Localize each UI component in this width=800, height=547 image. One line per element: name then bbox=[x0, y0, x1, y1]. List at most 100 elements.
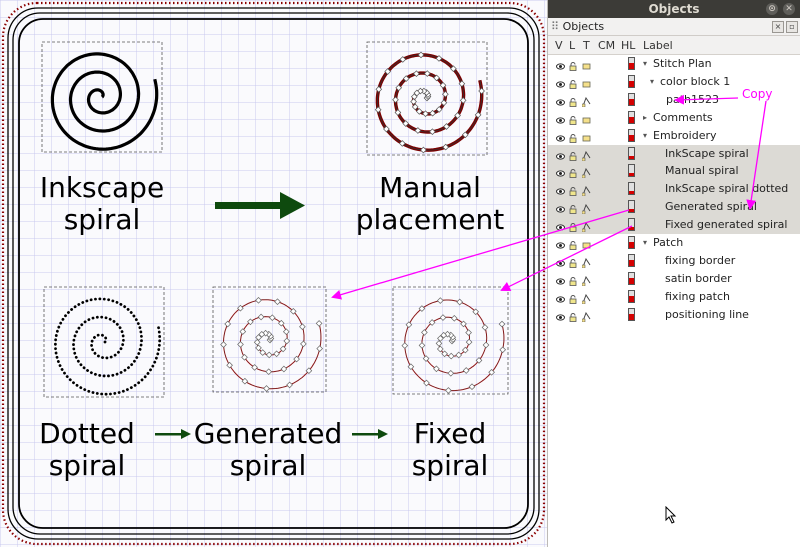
highlight-color-swatch[interactable] bbox=[628, 182, 635, 196]
lock-icon[interactable] bbox=[569, 310, 577, 322]
highlight-color-swatch[interactable] bbox=[628, 57, 635, 70]
highlight-color-swatch[interactable] bbox=[628, 236, 635, 249]
expanded-arrow-icon[interactable]: ▾ bbox=[643, 59, 648, 68]
visibility-eye-icon[interactable] bbox=[556, 274, 565, 285]
visibility-eye-icon[interactable] bbox=[556, 202, 565, 213]
col-locked[interactable]: L bbox=[569, 39, 576, 52]
tree-row[interactable]: InkScape spiral dotted bbox=[548, 180, 800, 199]
lock-icon[interactable] bbox=[569, 184, 577, 197]
lock-icon[interactable] bbox=[569, 274, 577, 286]
path-type-icon[interactable] bbox=[581, 202, 591, 215]
mouse-cursor-icon bbox=[665, 506, 677, 524]
visibility-eye-icon[interactable] bbox=[556, 149, 565, 160]
bbox-manual-spiral bbox=[366, 41, 488, 156]
dock-close-icon[interactable]: × bbox=[772, 21, 784, 33]
drawing-canvas[interactable]: Inkscape spiral Manual placement Dotted … bbox=[0, 0, 547, 547]
tree-row[interactable]: ▸Comments bbox=[548, 109, 800, 127]
stitch-node bbox=[415, 108, 423, 115]
layer-type-icon[interactable] bbox=[582, 131, 591, 141]
lock-icon[interactable] bbox=[569, 256, 577, 268]
lock-icon[interactable] bbox=[569, 131, 577, 143]
tree-row[interactable]: positioning line bbox=[548, 306, 800, 324]
highlight-color-swatch[interactable] bbox=[628, 307, 635, 321]
lock-icon[interactable] bbox=[569, 95, 577, 107]
lock-icon[interactable] bbox=[569, 238, 577, 250]
tree-row[interactable]: InkScape spiral bbox=[548, 144, 800, 163]
tree-row[interactable]: satin border bbox=[548, 270, 800, 288]
expanded-arrow-icon[interactable]: ▾ bbox=[643, 238, 648, 247]
highlight-color-swatch[interactable] bbox=[628, 289, 635, 303]
stitch-node bbox=[435, 106, 443, 113]
highlight-color-swatch[interactable] bbox=[628, 110, 635, 124]
path-type-icon[interactable] bbox=[581, 274, 591, 287]
tree-row[interactable]: path1523 bbox=[548, 91, 800, 109]
visibility-eye-icon[interactable] bbox=[556, 238, 565, 249]
highlight-color-swatch[interactable] bbox=[628, 128, 635, 142]
highlight-color-swatch[interactable] bbox=[628, 271, 635, 285]
visibility-eye-icon[interactable] bbox=[556, 166, 565, 177]
stitch-node bbox=[422, 355, 430, 362]
path-type-icon[interactable] bbox=[581, 149, 591, 161]
highlight-color-swatch[interactable] bbox=[628, 74, 635, 88]
lock-icon[interactable] bbox=[569, 202, 577, 215]
path-type-icon[interactable] bbox=[581, 310, 591, 322]
highlight-color-swatch[interactable] bbox=[628, 218, 635, 232]
visibility-eye-icon[interactable] bbox=[556, 292, 565, 303]
layer-type-icon[interactable] bbox=[582, 238, 591, 249]
expanded-arrow-icon[interactable]: ▾ bbox=[650, 76, 655, 86]
highlight-color-swatch[interactable] bbox=[628, 92, 635, 106]
col-type[interactable]: T bbox=[583, 39, 590, 52]
visibility-eye-icon[interactable] bbox=[556, 184, 565, 195]
tree-row[interactable]: fixing border bbox=[548, 252, 800, 270]
tree-row[interactable]: ▾Patch bbox=[548, 234, 800, 252]
col-label[interactable]: Label bbox=[643, 39, 673, 52]
collapsed-arrow-icon[interactable]: ▸ bbox=[643, 112, 648, 122]
path-type-icon[interactable] bbox=[581, 220, 591, 233]
tree-row[interactable]: fixing patch bbox=[548, 288, 800, 306]
col-visible[interactable]: V bbox=[555, 39, 563, 52]
path-type-icon[interactable] bbox=[581, 292, 591, 304]
layer-type-icon[interactable] bbox=[582, 59, 591, 70]
col-highlight[interactable]: HL bbox=[621, 39, 636, 52]
stitch-node bbox=[439, 81, 447, 89]
highlight-color-swatch[interactable] bbox=[628, 200, 635, 214]
visibility-eye-icon[interactable] bbox=[556, 95, 565, 106]
lock-icon[interactable] bbox=[569, 59, 577, 71]
lock-icon[interactable] bbox=[569, 77, 577, 89]
close-icon[interactable]: ✕ bbox=[783, 3, 795, 15]
tree-row[interactable]: ▾Stitch Plan bbox=[548, 55, 800, 73]
restore-icon[interactable]: ⊙ bbox=[766, 3, 778, 15]
visibility-eye-icon[interactable] bbox=[556, 59, 565, 70]
stitch-node bbox=[375, 85, 383, 93]
visibility-eye-icon[interactable] bbox=[556, 77, 565, 88]
path-type-icon[interactable] bbox=[581, 95, 591, 108]
dock-float-icon[interactable]: ▫ bbox=[786, 21, 798, 33]
highlight-color-swatch[interactable] bbox=[628, 253, 635, 267]
tree-row[interactable]: Manual spiral bbox=[548, 162, 800, 181]
visibility-eye-icon[interactable] bbox=[556, 113, 565, 124]
col-clipmask[interactable]: CM bbox=[598, 39, 616, 52]
lock-icon[interactable] bbox=[569, 220, 577, 232]
lock-icon[interactable] bbox=[569, 292, 577, 304]
layer-type-icon[interactable] bbox=[582, 113, 591, 124]
visibility-eye-icon[interactable] bbox=[556, 256, 565, 267]
tree-row[interactable]: ▾Embroidery bbox=[548, 127, 800, 145]
tree-row[interactable]: Fixed generated spiral bbox=[548, 216, 800, 235]
path-type-icon[interactable] bbox=[581, 256, 591, 269]
visibility-eye-icon[interactable] bbox=[556, 220, 565, 231]
visibility-eye-icon[interactable] bbox=[556, 131, 565, 142]
highlight-color-swatch[interactable] bbox=[628, 146, 635, 160]
expanded-arrow-icon[interactable]: ▾ bbox=[643, 130, 648, 140]
path-type-icon[interactable] bbox=[581, 166, 591, 179]
lock-icon[interactable] bbox=[569, 166, 577, 179]
visibility-eye-icon[interactable] bbox=[556, 310, 565, 321]
lock-icon[interactable] bbox=[569, 149, 577, 161]
highlight-color-swatch[interactable] bbox=[628, 164, 635, 178]
layer-type-icon[interactable] bbox=[582, 77, 591, 88]
path-type-icon[interactable] bbox=[581, 184, 591, 197]
tree-row[interactable]: ▾color block 1 bbox=[548, 73, 800, 91]
tree-row[interactable]: Generated spiral bbox=[548, 198, 800, 217]
lock-icon[interactable] bbox=[569, 113, 577, 125]
objects-window-titlebar[interactable]: Objects ⊙ ✕ bbox=[548, 0, 800, 18]
